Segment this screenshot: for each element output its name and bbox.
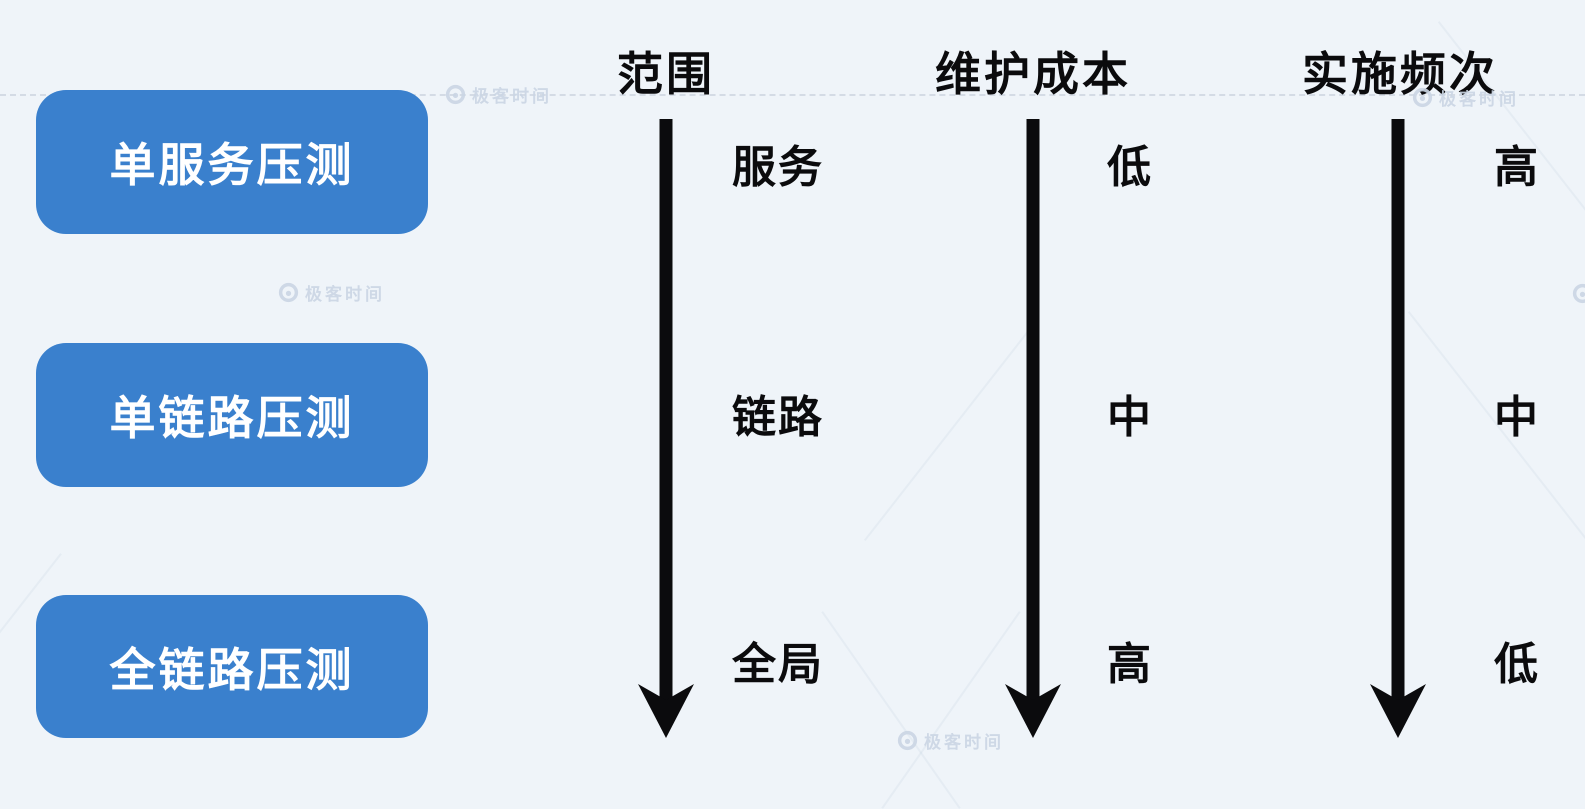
geektime-logo-icon (1572, 283, 1585, 304)
geektime-watermark-text: 极客时间 (305, 285, 385, 304)
column-header-scope: 范围 (617, 48, 715, 100)
cell-cost-row2: 中 (1107, 393, 1153, 442)
cell-frequency-row3: 低 (1494, 640, 1540, 689)
geektime-logo-icon (445, 84, 466, 105)
geektime-logo-icon (1412, 87, 1433, 108)
row-box-label: 单链路压测 (109, 392, 355, 444)
down-arrow-icon (1370, 119, 1426, 738)
cell-scope-row2: 链路 (732, 393, 824, 442)
row-box-label: 全链路压测 (109, 643, 355, 696)
column-header-maintenance-cost: 维护成本 (935, 48, 1131, 100)
down-arrow-icon (638, 119, 694, 738)
cell-frequency-row2: 中 (1494, 393, 1540, 442)
row-box-single-service-load-test: 单服务压测 (36, 90, 428, 234)
geektime-watermark: 极客时间 (1412, 85, 1519, 110)
geektime-watermark-text: 极客时间 (1439, 90, 1519, 109)
geektime-logo-icon (897, 730, 918, 751)
column-header-frequency: 实施频次 (1302, 48, 1498, 100)
cell-frequency-row1: 高 (1494, 143, 1540, 192)
geektime-watermark-text: 极客时间 (472, 87, 552, 106)
geektime-watermark: 极客时间 (445, 82, 552, 107)
row-box-label: 单服务压测 (109, 139, 355, 191)
cell-cost-row1: 低 (1107, 143, 1153, 192)
cell-scope-row3: 全局 (732, 640, 824, 689)
cell-scope-row1: 服务 (732, 143, 824, 192)
down-arrow-icon (1005, 119, 1061, 738)
row-box-single-link-load-test: 单链路压测 (36, 343, 428, 487)
row-box-full-link-load-test: 全链路压测 (36, 595, 428, 738)
geektime-watermark-text: 极客时间 (924, 733, 1004, 752)
cell-cost-row3: 高 (1107, 640, 1153, 689)
dotted-divider-line (0, 94, 1585, 96)
geektime-watermark: 极客时间 (897, 728, 1004, 753)
geektime-watermark: 极客时间 (278, 280, 385, 305)
watermark-diagonal-line (821, 611, 961, 809)
watermark-diagonal-line (881, 611, 1021, 809)
geektime-watermark-partial (1572, 283, 1585, 304)
geektime-logo-icon (278, 282, 299, 303)
